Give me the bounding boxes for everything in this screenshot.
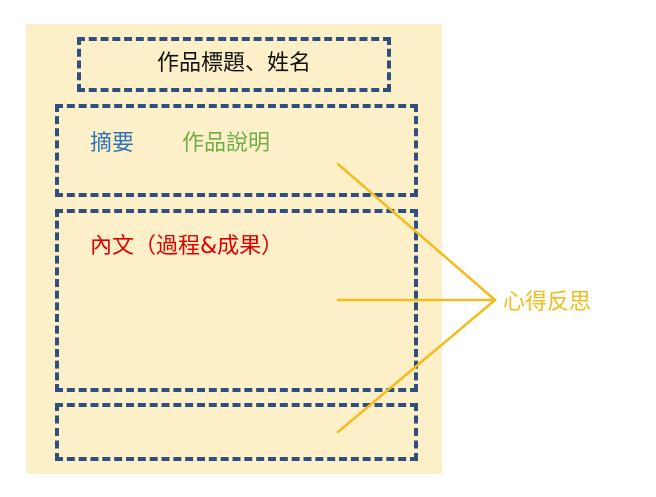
description-label: 作品說明 bbox=[182, 131, 271, 156]
reflection-box bbox=[55, 403, 418, 461]
reflection-label: 心得反思 bbox=[503, 290, 592, 315]
connector-line-bottom bbox=[336, 298, 497, 434]
page-panel bbox=[26, 24, 442, 474]
body-content-label: 內文（過程&成果） bbox=[90, 234, 284, 259]
title-name-box bbox=[77, 37, 391, 92]
connector-line-top bbox=[336, 162, 497, 302]
summary-description-box bbox=[55, 104, 418, 197]
summary-label: 摘要 bbox=[90, 131, 135, 156]
title-name-label: 作品標題、姓名 bbox=[156, 51, 311, 76]
